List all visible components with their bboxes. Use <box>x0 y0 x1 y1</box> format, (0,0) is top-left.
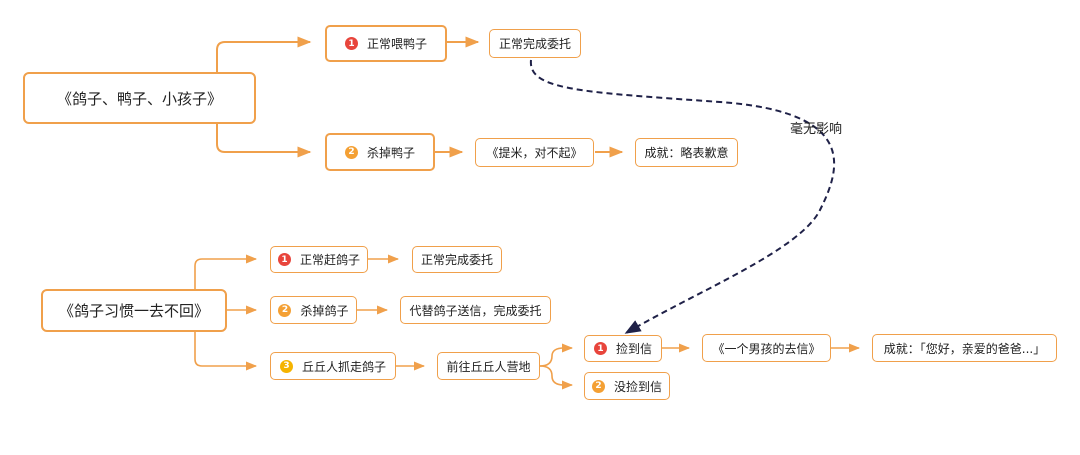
result-label: 《一个男孩的去信》 <box>712 341 821 356</box>
connector-root-top-to-kill-duck <box>216 124 312 158</box>
achievement-dear-father[interactable]: 成就：「您好，亲爱的爸爸...」 <box>872 334 1057 362</box>
root-label: 《鸽子、鸭子、小孩子》 <box>56 89 222 108</box>
result-label: 代替鸽子送信，完成委托 <box>409 303 542 318</box>
option-label: 没捡到信 <box>613 379 662 394</box>
result-timmy-sorry-letter[interactable]: 《提米，对不起》 <box>475 138 594 167</box>
option-label: 正常赶鸽子 <box>299 253 360 267</box>
option-label: 正常喂鸭子 <box>366 37 427 51</box>
badge-1-icon: 1 <box>277 253 291 266</box>
option-feed-duck[interactable]: 1 正常喂鸭子 <box>325 25 447 62</box>
option-pick-up-letter[interactable]: 1 捡到信 <box>584 335 662 362</box>
connector-root-top-to-feed-duck <box>216 36 312 72</box>
connector-root-bottom-to-drive-pigeon <box>194 254 258 290</box>
option-label: 丘丘人抓走鸽子 <box>301 359 386 374</box>
option-no-pick-up-letter[interactable]: 2 没捡到信 <box>584 372 670 400</box>
badge-2-icon: 2 <box>278 303 292 317</box>
dashed-no-effect-connector <box>529 59 836 334</box>
result-label: 正常完成委托 <box>420 253 493 267</box>
achievement-label: 成就：「您好，亲爱的爸爸...」 <box>883 341 1046 356</box>
result-label: 正常完成委托 <box>498 37 571 51</box>
root-node-pigeon-duck-child[interactable]: 《鸽子、鸭子、小孩子》 <box>23 72 256 124</box>
badge-3-icon: 3 <box>279 359 293 373</box>
result-boy-letter[interactable]: 《一个男孩的去信》 <box>702 334 831 362</box>
badge-2-icon: 2 <box>591 379 605 393</box>
result-complete-commission-duck[interactable]: 正常完成委托 <box>489 29 581 58</box>
badge-1-icon: 1 <box>344 37 358 50</box>
option-label: 杀掉鸽子 <box>300 303 349 318</box>
option-kill-duck[interactable]: 2 杀掉鸭子 <box>325 133 435 171</box>
result-label: 《提米，对不起》 <box>486 146 583 160</box>
connector-root-bottom-to-hilichurl <box>194 332 258 371</box>
annotation-no-effect: 毫无影响 <box>790 122 843 137</box>
badge-2-icon: 2 <box>344 145 358 159</box>
result-complete-commission-pigeon[interactable]: 正常完成委托 <box>412 246 502 273</box>
result-go-to-hilichurl-camp[interactable]: 前往丘丘人营地 <box>437 352 540 380</box>
root-node-pigeon-never-returns[interactable]: 《鸽子习惯一去不回》 <box>41 289 227 332</box>
achievement-slight-apology[interactable]: 成就：略表歉意 <box>635 138 738 167</box>
achievement-label: 成就：略表歉意 <box>644 146 729 160</box>
badge-1-icon: 1 <box>593 342 607 355</box>
option-label: 杀掉鸭子 <box>366 145 415 160</box>
option-kill-pigeon[interactable]: 2 杀掉鸽子 <box>270 296 357 324</box>
connector-camp-to-no-pickup <box>539 365 574 390</box>
result-label: 前往丘丘人营地 <box>446 359 531 374</box>
option-label: 捡到信 <box>615 342 652 356</box>
root-label: 《鸽子习惯一去不回》 <box>58 302 209 320</box>
connector-camp-to-pickup <box>539 343 574 367</box>
option-drive-pigeon[interactable]: 1 正常赶鸽子 <box>270 246 368 273</box>
result-deliver-letter[interactable]: 代替鸽子送信，完成委托 <box>400 296 551 324</box>
option-hilichurl-catch-pigeon[interactable]: 3 丘丘人抓走鸽子 <box>270 352 396 380</box>
